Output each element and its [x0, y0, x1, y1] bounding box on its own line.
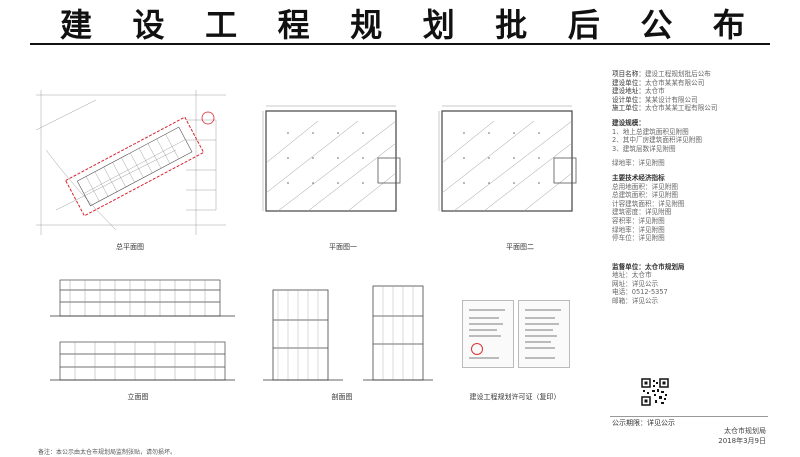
scale-line: 2、其中厂房建筑面积详见附图 [612, 136, 702, 145]
divider [610, 416, 768, 417]
elevation-caption: 立面图 [127, 393, 149, 401]
info-location: 建设地址：太仓市 [612, 87, 665, 96]
site-plan-caption: 总平面图 [116, 243, 144, 251]
title-char: 划 [422, 6, 455, 44]
permit-copy-right [518, 300, 570, 368]
scale-line: 3、建筑层数详见附图 [612, 144, 676, 153]
indicator-row: 停车位：详见附图 [612, 234, 665, 243]
contact-row: 地址：太仓市 [612, 271, 652, 280]
floor-plan-2-caption: 平面图二 [506, 243, 534, 251]
indicator-row: 建筑密度：详见附图 [612, 208, 672, 217]
scale-line: 1、地上总建筑面积见附图 [612, 127, 689, 136]
floor-plan-1-caption: 平面图一 [329, 243, 357, 251]
title-char: 公 [640, 6, 673, 44]
info-contractor: 施工单位：太仓市某某工程有限公司 [612, 104, 718, 113]
contact-row: 网址：详见公示 [612, 279, 659, 288]
indicator-row: 计容建筑面积：详见附图 [612, 199, 685, 208]
title-char: 设 [132, 6, 165, 44]
title-char: 工 [205, 6, 238, 44]
info-panel: 项目名称：建设工程规划批后公布 建设单位：太仓市某某有限公司 建设地址：太仓市 … [612, 70, 768, 306]
floor-plan-2-drawing [434, 103, 584, 218]
seal-icon [471, 343, 483, 355]
permit-copy-left [462, 300, 514, 368]
scale-heading: 建设规模： [612, 118, 645, 127]
page-title: 建 设 工 程 规 划 批 后 公 布 [30, 4, 775, 44]
site-plan-drawing [36, 90, 226, 235]
footnote: 备注：本公示由太仓市规划局监制张贴，请勿损坏。 [38, 449, 177, 456]
indicator-row: 容积率：详见附图 [612, 216, 665, 225]
floor-plan-1-drawing [258, 103, 408, 218]
info-construction-unit: 建设单位：太仓市某某有限公司 [612, 78, 705, 87]
title-char: 批 [495, 6, 528, 44]
indicators-heading: 主要技术经济指标 [612, 173, 665, 182]
indicator-row: 绿地率：详见附图 [612, 225, 665, 234]
info-project-name: 项目名称：建设工程规划批后公布 [612, 70, 711, 78]
contact-row: 邮箱：详见公示 [612, 297, 659, 306]
info-design-unit: 设计单位：某某设计有限公司 [612, 95, 698, 104]
date-text: 2018年3月9日 [718, 437, 766, 445]
title-char: 规 [350, 6, 383, 44]
note-text: 公示期限：详见公示 [612, 419, 675, 427]
green-heading: 绿地率：详见附图 [612, 159, 665, 168]
contact-row: 电话：0512-5357 [612, 288, 668, 297]
title-char: 后 [567, 6, 600, 44]
title-char: 布 [712, 6, 745, 44]
indicator-row: 总用地面积：详见附图 [612, 182, 678, 191]
title-underline [30, 43, 770, 45]
section-drawing [258, 278, 438, 388]
permit-caption: 建设工程规划许可证（复印） [469, 393, 561, 401]
section-caption: 剖面图 [331, 393, 353, 401]
title-char: 程 [277, 6, 310, 44]
publisher-text: 太仓市规划局 [724, 427, 766, 435]
indicator-row: 总建筑面积：详见附图 [612, 191, 678, 200]
title-char: 建 [60, 6, 93, 44]
elevation-drawing [40, 272, 240, 387]
supervise-heading: 监督单位：太仓市规划局 [612, 262, 685, 271]
qr-code-icon [641, 378, 669, 406]
